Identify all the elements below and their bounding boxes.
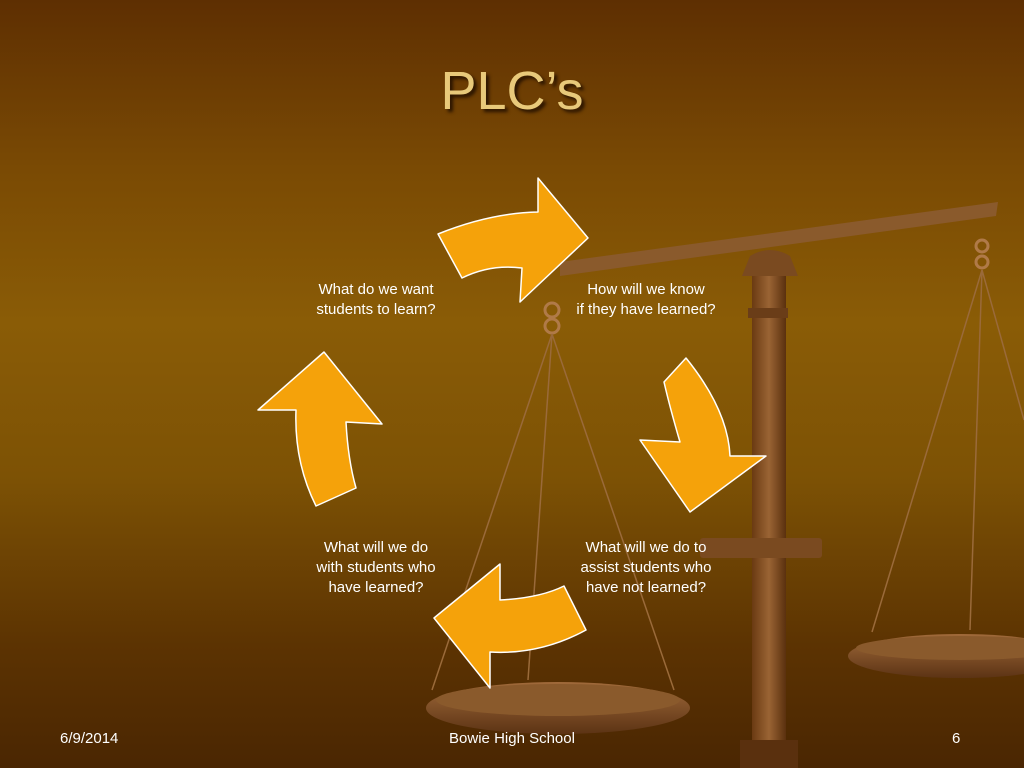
footer-date: 6/9/2014 (60, 730, 119, 747)
cycle-step-learned: What will we do with students who have l… (316, 539, 436, 596)
slide-title: PLC’s (440, 61, 584, 121)
footer-center: Bowie High School (449, 730, 575, 747)
cycle-step-not-learned: What will we do to assist students who h… (580, 539, 712, 596)
cycle-arrow-down (639, 357, 767, 513)
cycle-arrow-left (433, 563, 587, 689)
cycle-arrow-right (437, 177, 589, 303)
cycle-arrow-up (257, 351, 383, 507)
cycle-step-learn: What do we want students to learn? (316, 281, 436, 318)
slide-number: 6 (952, 730, 961, 747)
cycle-step-know: How will we know if they have learned? (576, 281, 716, 318)
